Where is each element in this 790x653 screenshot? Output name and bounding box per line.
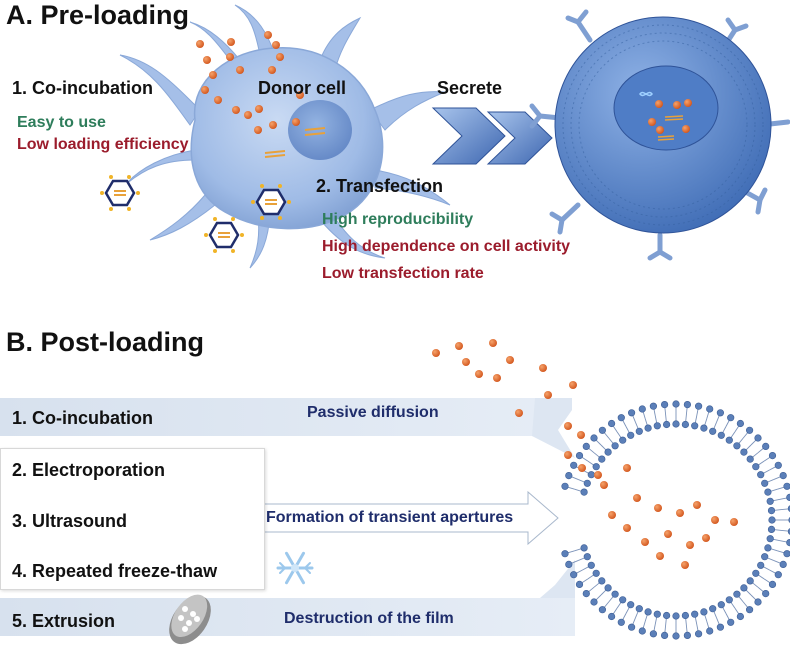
methods-box xyxy=(0,448,265,590)
liposome-bilayer xyxy=(561,400,790,640)
virus-vector-icon xyxy=(100,175,291,253)
transfection-con-2: Low transfection rate xyxy=(322,265,484,282)
donor-cell-label: Donor cell xyxy=(258,78,347,98)
transfection-con-1: High dependence on cell activity xyxy=(322,238,571,255)
pre-loading-title: A. Pre-loading xyxy=(6,0,190,30)
apertures-label: Formation of transient apertures xyxy=(266,509,514,526)
co-incubation-con: Low loading efficiency xyxy=(17,136,189,153)
method-ultrasound: 3. Ultrasound xyxy=(12,511,128,531)
donor-cell xyxy=(119,4,451,269)
snowflake-icon xyxy=(276,551,314,585)
co-incubation-label: 1. Co-incubation xyxy=(12,78,153,98)
passive-diffusion-band xyxy=(0,398,575,462)
method-co-incubation: 1. Co-incubation xyxy=(12,408,153,428)
passive-diffusion-label: Passive diffusion xyxy=(307,404,439,421)
transfection-label: 2. Transfection xyxy=(316,176,444,196)
cell-particles xyxy=(196,31,304,134)
apertures-arrow xyxy=(261,490,559,546)
method-extrusion: 5. Extrusion xyxy=(12,611,116,631)
extrusion-filter-icon xyxy=(169,594,211,645)
method-electroporation: 2. Electroporation xyxy=(12,460,166,480)
method-freeze-thaw: 4. Repeated freeze-thaw xyxy=(12,561,218,581)
secrete-chevrons xyxy=(431,107,553,165)
exosome-vesicle xyxy=(529,9,790,261)
destruction-band xyxy=(0,560,575,636)
destruction-label: Destruction of the film xyxy=(284,610,454,627)
transfection-pro: High reproducibility xyxy=(322,211,474,228)
post-particles xyxy=(432,339,738,569)
co-incubation-pro: Easy to use xyxy=(17,114,106,131)
post-loading-title: B. Post-loading xyxy=(6,327,204,357)
secrete-label: Secrete xyxy=(437,78,503,98)
